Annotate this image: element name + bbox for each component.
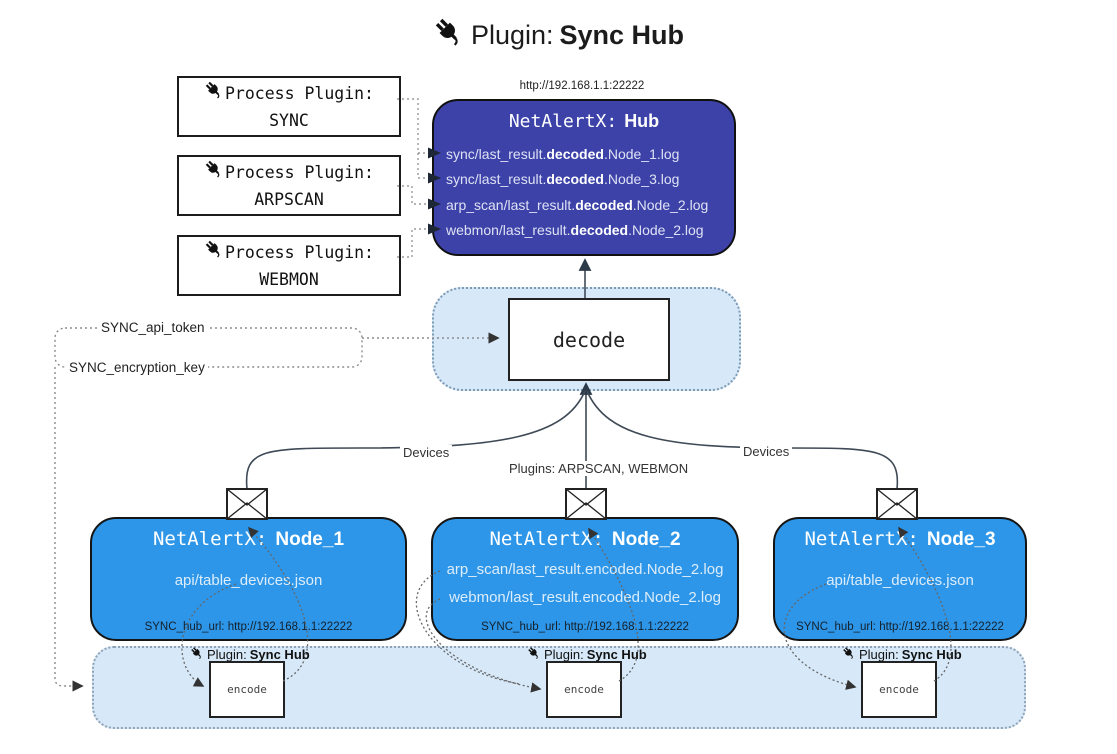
sync-api-token-label: SYNC_api_token xyxy=(98,320,208,335)
process-plugin-label: Process Plugin: xyxy=(224,83,374,103)
process-plugin-label: Process Plugin: xyxy=(224,162,374,182)
decode-box: decode xyxy=(508,298,670,381)
devices-edge-label-left: Devices xyxy=(400,445,453,460)
node-hub-url: SYNC_hub_url: http://192.168.1.1:22222 xyxy=(144,621,353,633)
plug-icon xyxy=(527,646,541,663)
encode-box-2: encode xyxy=(546,661,622,718)
title-bold: Sync Hub xyxy=(559,20,685,50)
node-box-3: NetAlertX:Node_3 api/table_devices.json … xyxy=(773,517,1027,641)
hub-log-line: webmon/last_result.decoded.Node_2.log xyxy=(446,222,704,238)
encoder-label-3: Plugin:Sync Hub xyxy=(842,646,962,663)
node-box-1: NetAlertX:Node_1 api/table_devices.json … xyxy=(90,517,407,641)
devices-edge-label-right: Devices xyxy=(740,444,793,459)
plug-icon xyxy=(190,646,204,663)
process-plugin-label: Process Plugin: xyxy=(224,242,374,262)
hub-title: NetAlertX:Hub xyxy=(508,111,660,132)
node-box-2: NetAlertX:Node_2 arp_scan/last_result.en… xyxy=(431,517,739,641)
process-plugin-name: WEBMON xyxy=(259,269,319,289)
process-plugin-name: ARPSCAN xyxy=(254,189,324,209)
node-title: NetAlertX:Node_1 xyxy=(152,528,345,550)
plug-icon xyxy=(842,646,856,663)
hub-log-line: arp_scan/last_result.decoded.Node_2.log xyxy=(446,197,709,213)
node-title: NetAlertX:Node_3 xyxy=(804,528,996,550)
envelope-icon xyxy=(226,488,268,520)
process-plugin-box-webmon: Process Plugin: WEBMON xyxy=(177,235,401,296)
node-log-line: arp_scan/last_result.encoded.Node_2.log xyxy=(446,561,724,578)
process-plugin-box-sync: Process Plugin: SYNC xyxy=(177,76,401,137)
node-log-line: api/table_devices.json xyxy=(826,572,974,589)
hub-url-label: http://192.168.1.1:22222 xyxy=(519,80,645,92)
node-hub-url: SYNC_hub_url: http://192.168.1.1:22222 xyxy=(796,621,1004,633)
process-plugin-name: SYNC xyxy=(269,110,309,130)
plug-icon xyxy=(204,80,224,108)
node-log-line: webmon/last_result.encoded.Node_2.log xyxy=(449,589,721,606)
encoder-label-1: Plugin:Sync Hub xyxy=(190,646,310,663)
hub-box: NetAlertX:Hub sync/last_result.decoded.N… xyxy=(432,99,736,256)
page-title: Plugin: Sync Hub xyxy=(0,16,1117,55)
plug-icon xyxy=(433,16,465,55)
hub-log-line: sync/last_result.decoded.Node_1.log xyxy=(446,146,680,162)
plug-icon xyxy=(204,239,224,267)
envelope-icon xyxy=(565,488,607,520)
plug-icon xyxy=(204,159,224,187)
encoder-label-2: Plugin:Sync Hub xyxy=(527,646,647,663)
plugins-edge-label: Plugins: ARPSCAN, WEBMON xyxy=(506,461,692,476)
node-log-line: api/table_devices.json xyxy=(174,572,323,589)
process-plugin-box-arpscan: Process Plugin: ARPSCAN xyxy=(177,155,401,216)
envelope-icon xyxy=(876,488,918,520)
hub-log-line: sync/last_result.decoded.Node_3.log xyxy=(446,171,680,187)
title-prefix: Plugin: xyxy=(470,20,554,50)
encode-box-3: encode xyxy=(861,661,937,718)
sync-encryption-key-label: SYNC_encryption_key xyxy=(66,360,208,375)
node-title: NetAlertX:Node_2 xyxy=(489,528,681,550)
encode-box-1: encode xyxy=(209,661,285,718)
node-hub-url: SYNC_hub_url: http://192.168.1.1:22222 xyxy=(481,621,689,633)
